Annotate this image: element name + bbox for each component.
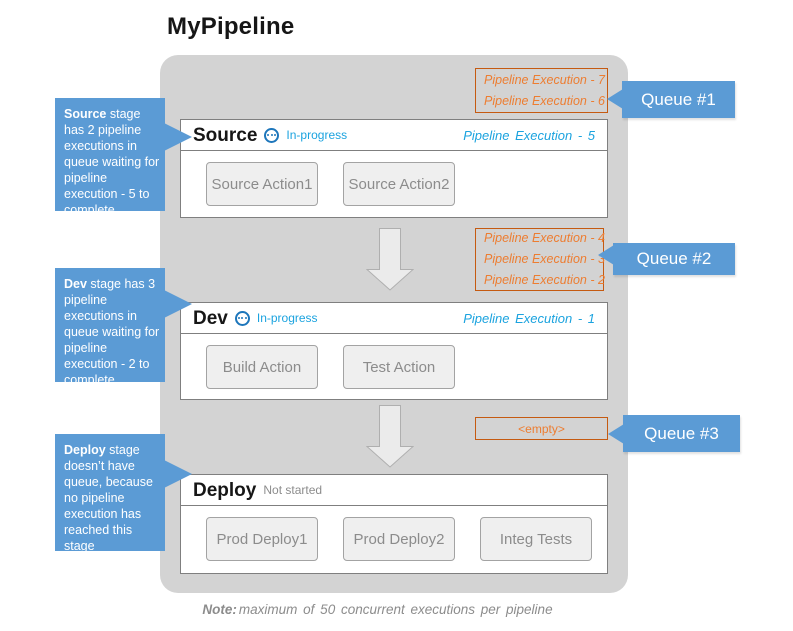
queue-3-label: Queue #3 xyxy=(608,415,740,452)
down-arrow-icon xyxy=(366,405,414,468)
note: Note:maximum of 50 concurrent executions… xyxy=(155,602,600,617)
action-build-action: Build Action xyxy=(206,345,318,389)
callout-source-text: stage has 2 pipeline executions in queue… xyxy=(64,107,160,217)
queue-3-label-text: Queue #3 xyxy=(644,423,719,443)
action-integ-tests: Integ Tests xyxy=(480,517,592,561)
right-arrow-icon xyxy=(164,123,192,151)
left-arrow-icon xyxy=(607,89,623,109)
action-prod-deploy2: Prod Deploy2 xyxy=(343,517,455,561)
queue-1-label-text: Queue #1 xyxy=(641,89,716,109)
stage-deploy-name: Deploy xyxy=(193,479,257,501)
stage-source-actions: Source Action1 Source Action2 xyxy=(181,151,607,206)
action-source-action1: Source Action1 xyxy=(206,162,318,206)
stage-deploy-actions: Prod Deploy1 Prod Deploy2 Integ Tests xyxy=(181,506,607,561)
stage-deploy-header: Deploy Not started xyxy=(181,475,607,506)
stage-dev-actions: Build Action Test Action xyxy=(181,334,607,389)
queue-1-box: Pipeline Execution - 7 Pipeline Executio… xyxy=(475,68,608,113)
callout-deploy-lead: Deploy xyxy=(64,443,106,457)
action-source-action2: Source Action2 xyxy=(343,162,455,206)
callout-dev: Dev stage has 3 pipeline executions in q… xyxy=(55,268,165,387)
stage-dev-name: Dev xyxy=(193,307,228,329)
queue-3-item: <empty> xyxy=(518,421,565,436)
queue-3-box: <empty> xyxy=(475,417,608,440)
in-progress-icon xyxy=(234,310,250,326)
queue-2-label: Queue #2 xyxy=(598,243,735,275)
stage-dev-status: In-progress xyxy=(256,311,318,325)
right-arrow-icon xyxy=(164,460,192,488)
stage-source-header: Source In-progress Pipeline Execution - … xyxy=(181,120,607,151)
callout-dev-text: stage has 3 pipeline executions in queue… xyxy=(64,277,160,387)
note-text: maximum of 50 concurrent executions per … xyxy=(238,602,553,617)
page-title: MyPipeline xyxy=(167,13,295,40)
stage-source-execution: Pipeline Execution - 5 xyxy=(463,127,595,143)
action-prod-deploy1: Prod Deploy1 xyxy=(206,517,318,561)
queue-2-label-text: Queue #2 xyxy=(636,249,712,268)
stage-deploy-status: Not started xyxy=(263,483,323,497)
queue-2-box: Pipeline Execution - 4 Pipeline Executio… xyxy=(475,228,605,291)
queue-2-item: Pipeline Execution - 4 xyxy=(484,231,605,245)
stage-dev-header: Dev In-progress Pipeline Execution - 1 xyxy=(181,303,607,334)
callout-source-lead: Source xyxy=(64,107,107,121)
queue-1-item: Pipeline Execution - 7 xyxy=(484,72,605,87)
right-arrow-icon xyxy=(164,290,192,318)
stage-source-name: Source xyxy=(193,124,258,146)
callout-deploy: Deploy stage doesn’t have queue, because… xyxy=(55,434,165,553)
queue-2-item: Pipeline Execution - 3 xyxy=(484,252,605,266)
callout-dev-lead: Dev xyxy=(64,277,87,291)
stage-source-status: In-progress xyxy=(286,128,348,142)
down-arrow-icon xyxy=(366,228,414,291)
queue-2-item: Pipeline Execution - 2 xyxy=(484,273,605,287)
stage-source: Source In-progress Pipeline Execution - … xyxy=(180,119,608,218)
left-arrow-icon xyxy=(598,245,614,265)
queue-1-label: Queue #1 xyxy=(607,81,735,118)
in-progress-icon xyxy=(264,127,280,143)
callout-deploy-text: stage doesn’t have queue, because no pip… xyxy=(64,443,153,553)
queue-1-item: Pipeline Execution - 6 xyxy=(484,93,605,108)
action-test-action: Test Action xyxy=(343,345,455,389)
stage-dev: Dev In-progress Pipeline Execution - 1 B… xyxy=(180,302,608,400)
callout-source: Source stage has 2 pipeline executions i… xyxy=(55,98,165,217)
left-arrow-icon xyxy=(608,424,624,444)
stage-deploy: Deploy Not started Prod Deploy1 Prod Dep… xyxy=(180,474,608,574)
note-label: Note: xyxy=(202,602,237,617)
stage-dev-execution: Pipeline Execution - 1 xyxy=(463,310,595,326)
